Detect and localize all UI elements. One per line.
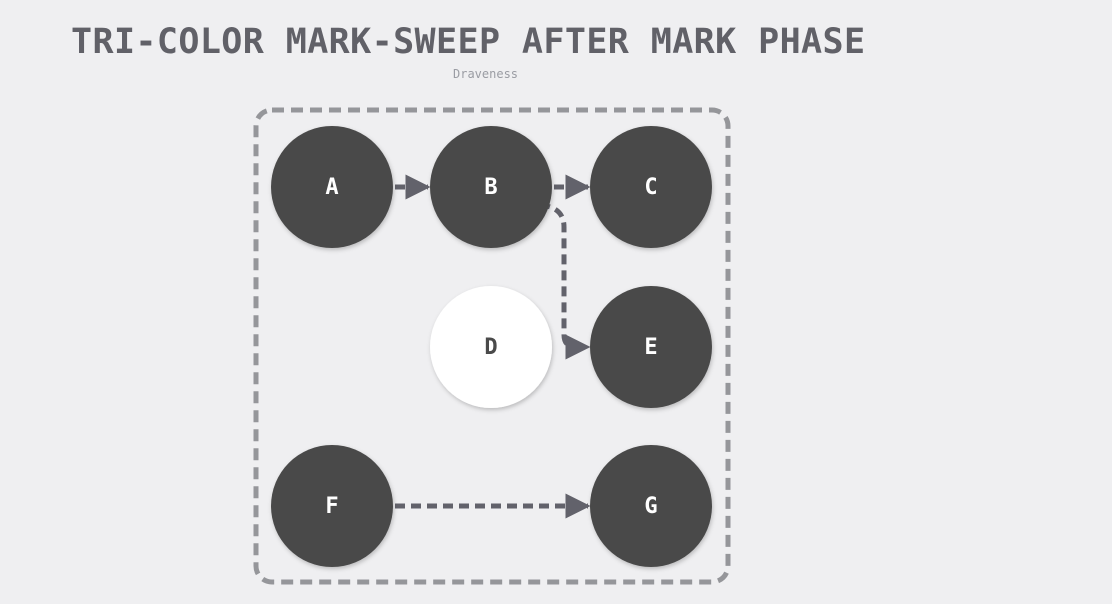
node-e-circle [590,286,712,408]
diagram-author: Draveness [453,67,519,81]
edges-layer [395,174,591,519]
node-c-circle [590,126,712,248]
node-e: E [590,286,712,408]
node-g: G [590,445,712,567]
node-f: F [271,445,393,567]
node-b-circle [430,126,552,248]
node-d: D [430,286,552,408]
node-a-circle [271,126,393,248]
node-d-circle [430,286,552,408]
diagram-title: TRI-COLOR MARK-SWEEP AFTER MARK PHASE [71,22,866,62]
node-e-label: E [644,335,657,360]
node-g-label: G [644,494,657,519]
nodes-layer: A B C D E F G [271,126,712,567]
node-g-circle [590,445,712,567]
node-c-label: C [644,175,657,200]
node-f-circle [271,445,393,567]
node-b: B [430,126,552,248]
node-a-label: A [325,175,338,200]
node-f-label: F [325,494,338,519]
node-d-label: D [484,335,497,360]
node-c: C [590,126,712,248]
heap-boundary [253,107,731,585]
edge-b-e [539,202,591,360]
node-a: A [271,126,393,248]
node-b-label: B [484,175,497,200]
